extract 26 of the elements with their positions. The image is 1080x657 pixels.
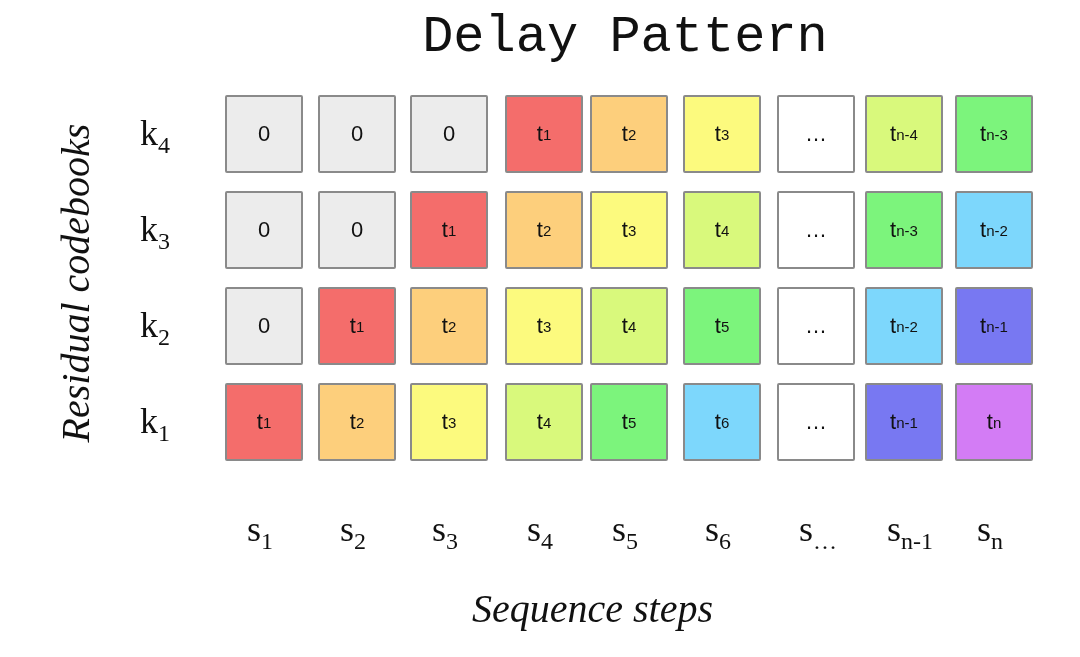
column-label: s$_{…}$ [799,508,837,556]
token-cell: 0 [225,95,303,173]
column-label: s$_{2}$ [340,508,366,556]
column-label: s$_{3}$ [432,508,458,556]
token-cell: 0 [318,191,396,269]
token-cell: 0 [318,95,396,173]
row-label: k$_{2}$ [140,304,170,352]
token-cell: 0 [225,287,303,365]
row-label: k$_{3}$ [140,208,170,256]
column-label: s$_{1}$ [247,508,273,556]
token-cell: 0 [410,95,488,173]
token-cell: … [777,95,855,173]
token-cell: … [777,287,855,365]
column-label: s$_{4}$ [527,508,553,556]
row-label: k$_{1}$ [140,400,170,448]
axis-title: Sequence steps [472,585,713,632]
axis-title: Residual codebooks [51,123,99,443]
token-cell: … [777,191,855,269]
column-label: s$_{5}$ [612,508,638,556]
column-label: s$_{n-1}$ [887,508,933,556]
token-cell: 0 [225,191,303,269]
column-label: s$_{6}$ [705,508,731,556]
row-label: k$_{4}$ [140,112,170,160]
diagram-title: Delay Pattern [421,8,829,67]
column-label: s$_{n}$ [977,508,1003,556]
token-cell: … [777,383,855,461]
